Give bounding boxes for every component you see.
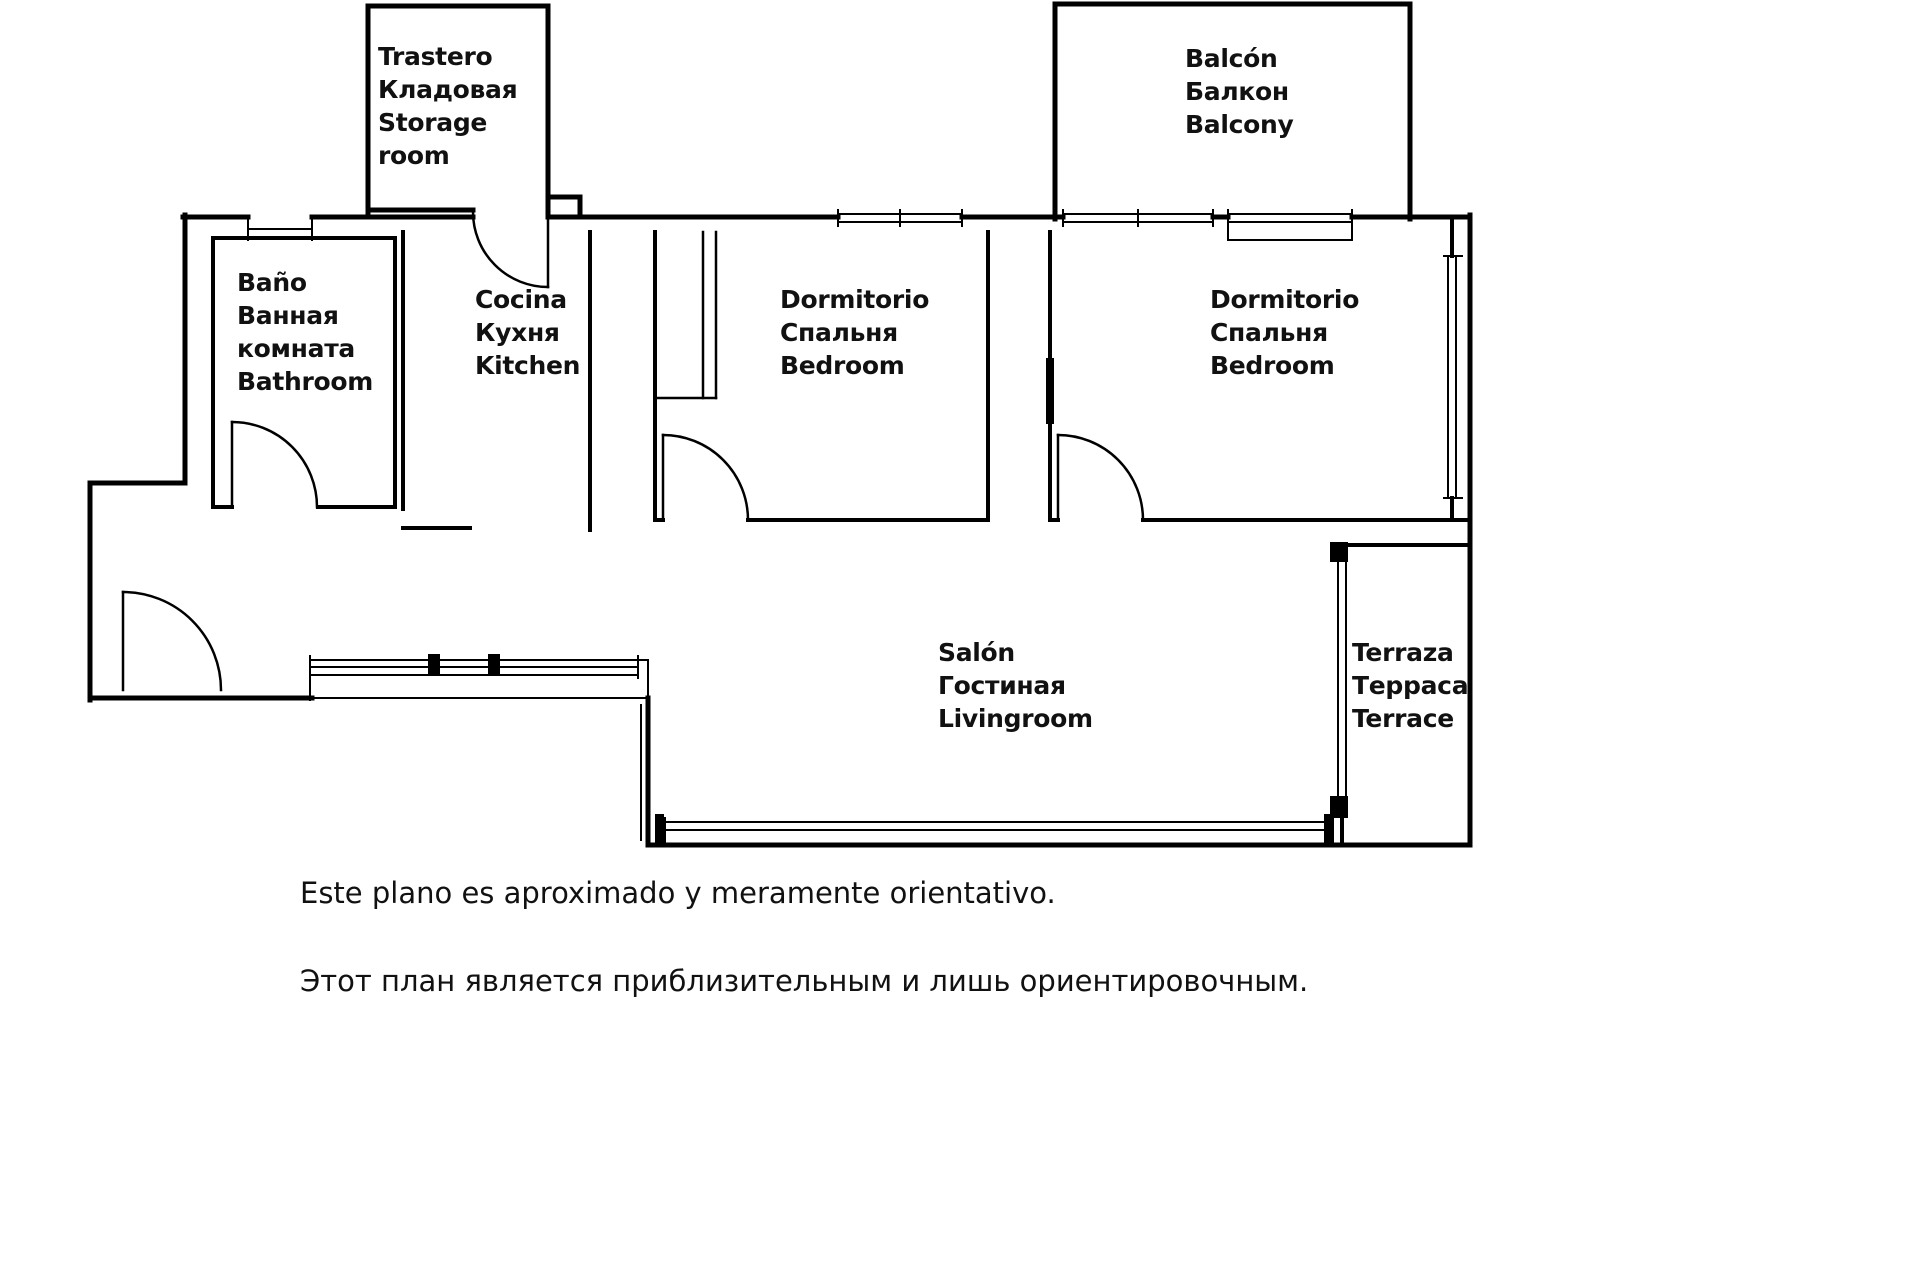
room-label-bedroom-2: Dormitorio Спальня Bedroom <box>1210 285 1360 380</box>
room-label-bedroom-1: Dormitorio Спальня Bedroom <box>780 285 930 380</box>
disclaimer-es: Este plano es aproximado y meramente ori… <box>300 876 1056 910</box>
room-label-terrace: Terraza Терраса Terrace <box>1352 638 1469 733</box>
disclaimer-ru: Этот план является приблизительным и лиш… <box>300 964 1309 998</box>
doors <box>121 210 1145 692</box>
wall-pillars <box>428 358 1348 845</box>
bathroom-door <box>230 420 319 509</box>
room-label-bathroom: Baño Ванная комната Bathroom <box>237 268 374 396</box>
bedroom-2-door <box>1056 433 1145 522</box>
room-label-living-room: Salón Гостиная Livingroom <box>938 638 1093 733</box>
entrance-door <box>121 590 223 692</box>
bedroom-1-door <box>661 433 750 522</box>
room-label-storage: Trastero Кладовая Storage room <box>378 42 518 170</box>
room-label-balcony: Balcón Балкон Balcony <box>1185 44 1294 139</box>
storage-door <box>471 210 550 289</box>
room-label-kitchen: Cocina Кухня Kitchen <box>475 285 581 380</box>
wardrobe-lines <box>653 230 718 400</box>
